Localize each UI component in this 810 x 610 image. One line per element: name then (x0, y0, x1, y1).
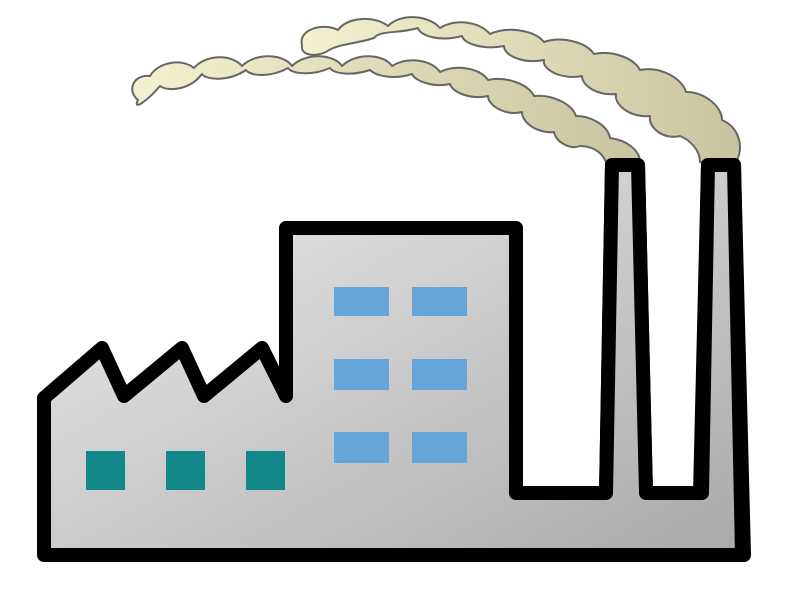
office-window (412, 359, 467, 390)
factory-window (166, 451, 205, 490)
office-window (412, 432, 467, 463)
office-window (334, 287, 389, 316)
office-window (334, 359, 389, 390)
smoke-plume-back (300, 16, 741, 163)
office-window (334, 432, 389, 463)
factory-window (246, 451, 285, 490)
factory-windows (86, 451, 285, 490)
office-window (412, 287, 467, 316)
factory-building (37, 158, 749, 562)
office-windows (334, 287, 467, 463)
smoke-plume-front (131, 55, 641, 163)
factory-window (86, 451, 125, 490)
